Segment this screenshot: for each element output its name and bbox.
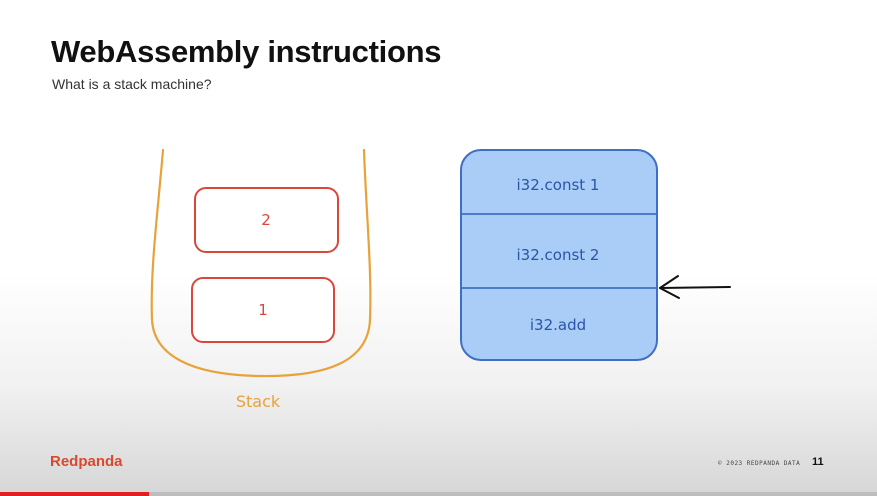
stack-item-box-top [194,187,339,253]
instruction-item: i32.const 1 [517,176,600,194]
instruction-item: i32.const 2 [517,246,600,264]
stack-item-bottom: 1 [258,301,268,319]
instruction-pointer-arrow-icon [659,275,731,299]
video-progress-fill [0,492,150,496]
stack-label: Stack [236,392,281,411]
page-number: 11 [812,456,824,468]
instruction-list-box [460,149,658,361]
stack-outline [150,148,372,378]
instruction-item: i32.add [530,316,586,334]
stack-item-top: 2 [261,211,271,229]
video-progress-bar[interactable] [0,492,877,496]
slide-title: WebAssembly instructions [51,34,442,69]
stack-item-box-bottom [191,277,335,343]
brand-logo: Redpanda [50,453,123,470]
copyright-notice: © 2023 REDPANDA DATA [718,460,801,467]
slide-subtitle: What is a stack machine? [52,76,212,92]
